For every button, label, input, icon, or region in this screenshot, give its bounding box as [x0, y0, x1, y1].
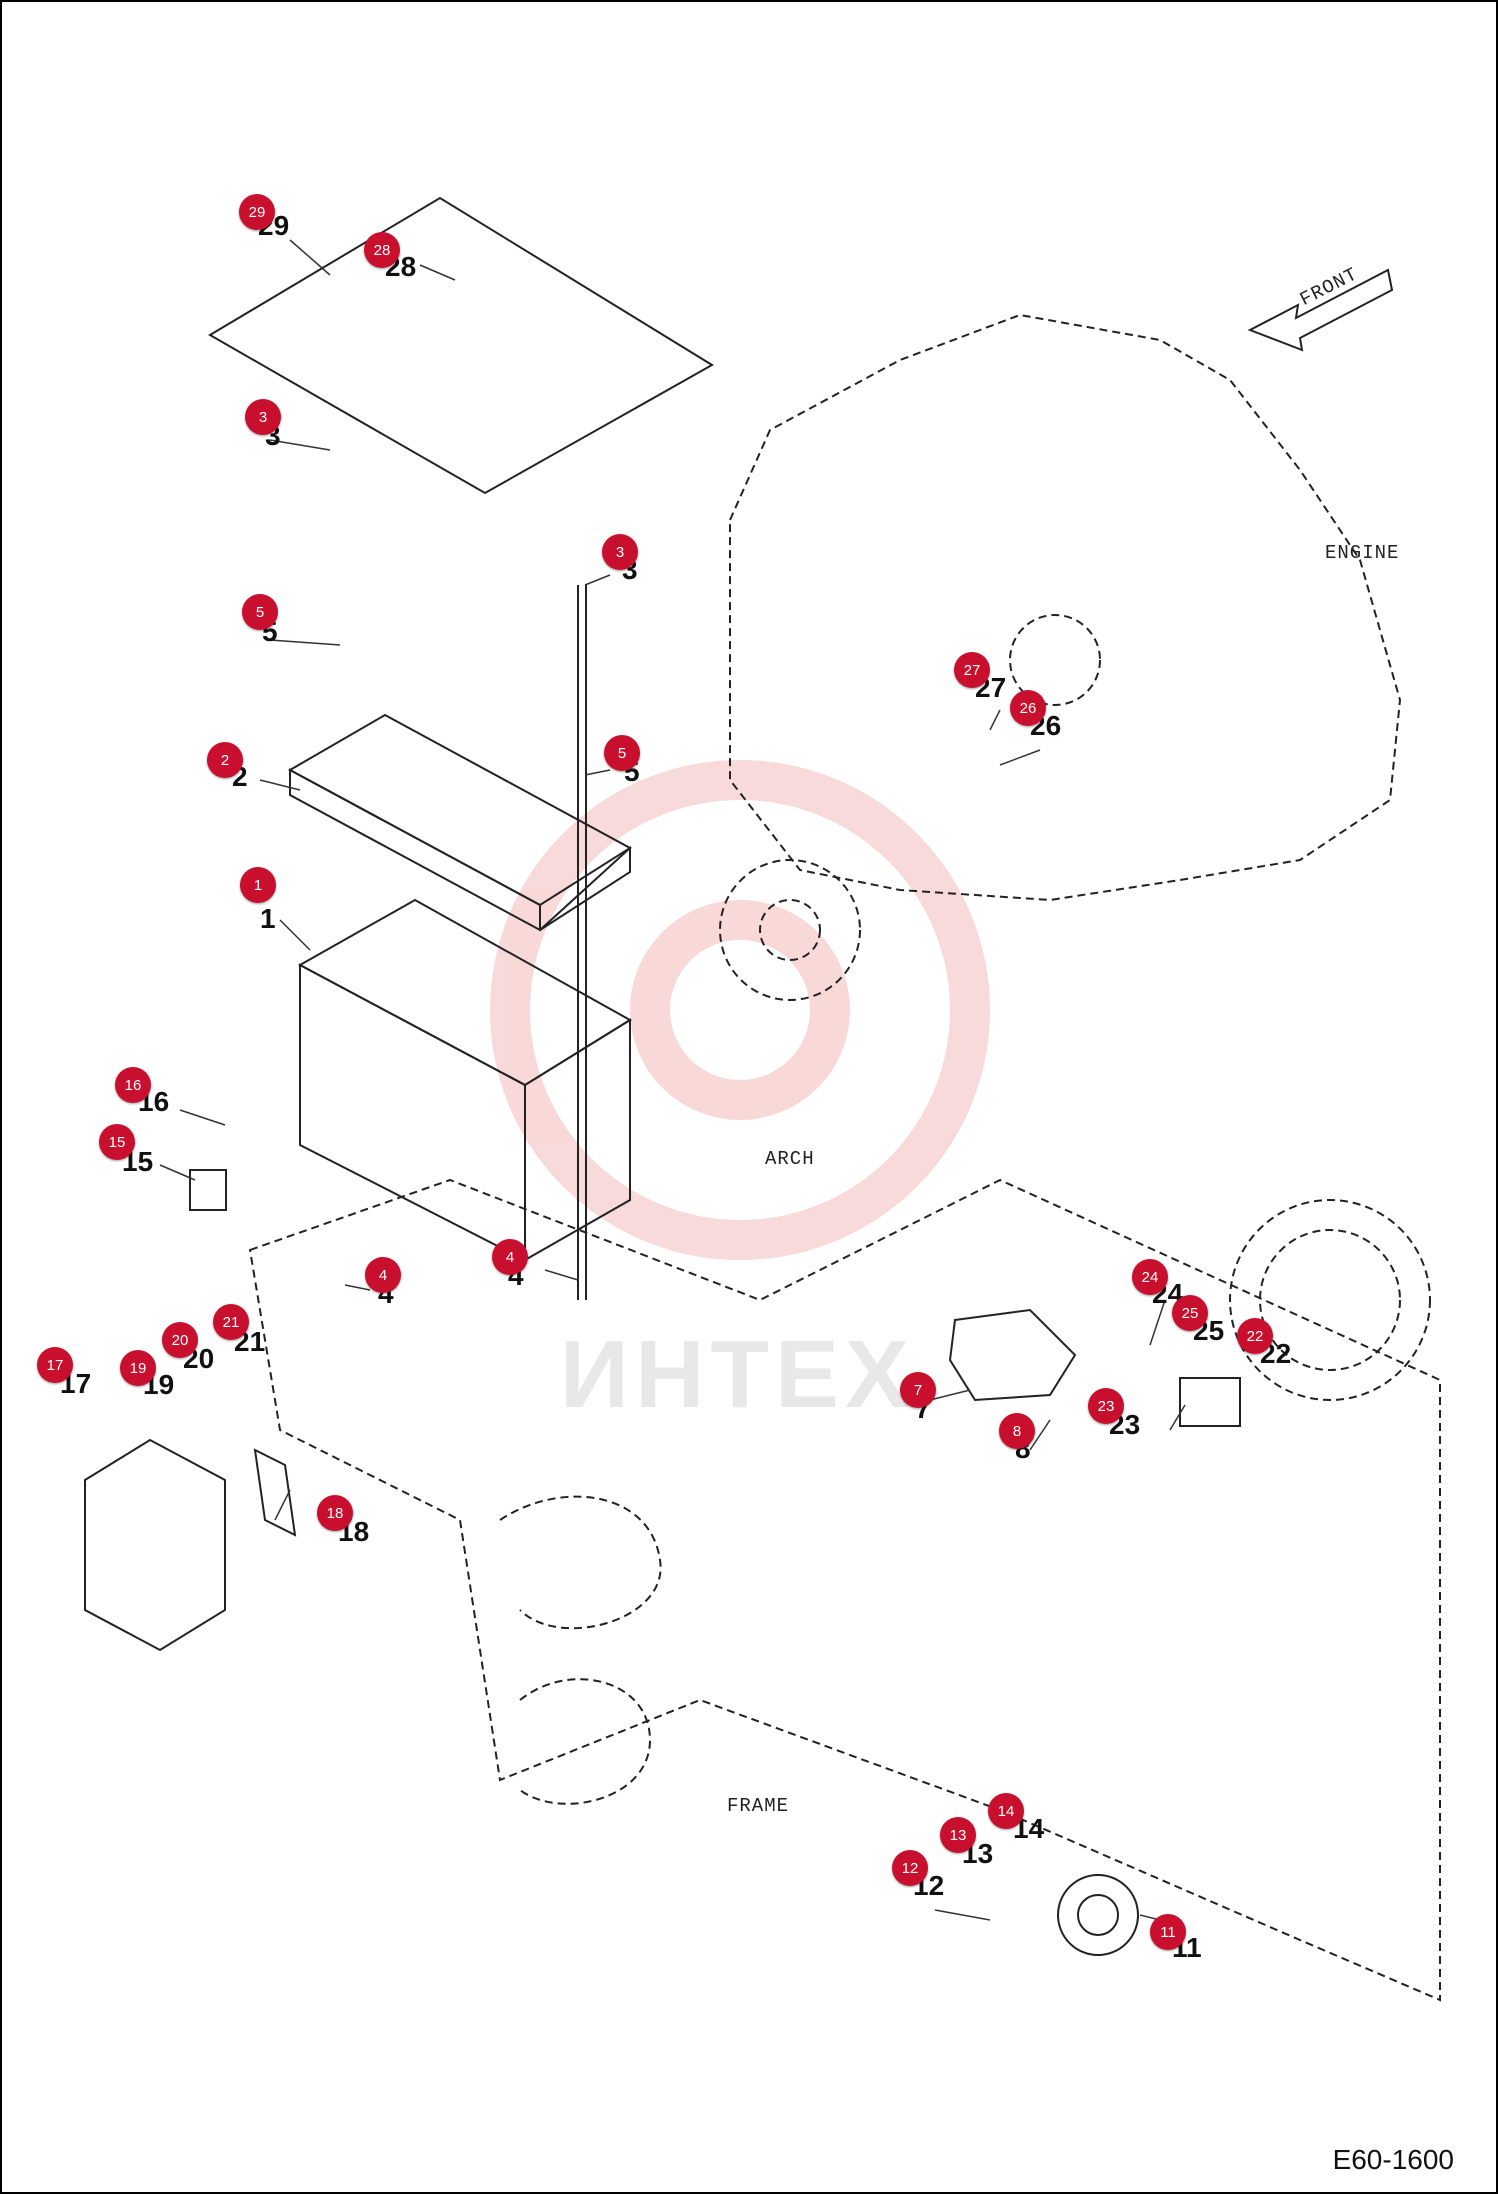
washer-tank	[84, 1438, 226, 1652]
callout-badge-5a[interactable]: 5	[242, 594, 278, 630]
callout-badge-17[interactable]: 17	[37, 1347, 73, 1383]
callout-badge-11[interactable]: 11	[1150, 1914, 1186, 1950]
callout-badge-4b[interactable]: 4	[492, 1239, 528, 1275]
callout-badge-14[interactable]: 14	[988, 1793, 1024, 1829]
callout-badge-20[interactable]: 20	[162, 1322, 198, 1358]
callout-badge-8[interactable]: 8	[999, 1413, 1035, 1449]
callout-badge-26[interactable]: 26	[1010, 690, 1046, 726]
tank-bracket	[253, 1448, 297, 1537]
solenoid	[948, 1308, 1077, 1402]
battery-cover-plate	[208, 196, 714, 495]
engine-outline	[729, 313, 1402, 902]
callout-badge-23[interactable]: 23	[1088, 1388, 1124, 1424]
relay	[189, 1169, 227, 1211]
callout-badge-27[interactable]: 27	[954, 652, 990, 688]
callout-badge-22[interactable]: 22	[1237, 1318, 1273, 1354]
callout-badge-16[interactable]: 16	[115, 1067, 151, 1103]
arch-label: ARCH	[765, 1148, 815, 1170]
callout-badge-12[interactable]: 12	[892, 1850, 928, 1886]
callout-badge-18[interactable]: 18	[317, 1495, 353, 1531]
callout-badge-25[interactable]: 25	[1172, 1295, 1208, 1331]
callout-badge-7[interactable]: 7	[900, 1372, 936, 1408]
callout-badge-5b[interactable]: 5	[604, 735, 640, 771]
frame-label: FRAME	[727, 1795, 790, 1817]
callout-badge-19[interactable]: 19	[120, 1350, 156, 1386]
watermark-gear-icon	[490, 760, 990, 1260]
callout-badge-29[interactable]: 29	[239, 194, 275, 230]
callout-badge-3b[interactable]: 3	[602, 534, 638, 570]
callout-badge-13[interactable]: 13	[940, 1817, 976, 1853]
callout-badge-1[interactable]: 1	[240, 867, 276, 903]
front-arrow-icon	[1247, 268, 1394, 352]
machine-frame	[248, 1178, 1441, 2002]
figure-code: E60-1600	[1332, 2144, 1454, 2175]
engine-label: ENGINE	[1325, 542, 1400, 564]
callout-badge-4a[interactable]: 4	[365, 1257, 401, 1293]
watermark-text: ИНТЕХ	[560, 1321, 916, 1428]
callout-badge-15[interactable]: 15	[99, 1124, 135, 1160]
callout-badge-21[interactable]: 21	[213, 1304, 249, 1340]
callout-badge-3a[interactable]: 3	[245, 399, 281, 435]
horn	[1057, 1874, 1139, 1956]
switch-assembly	[1179, 1377, 1241, 1427]
part-number-1: 1	[260, 903, 276, 934]
callout-badge-24[interactable]: 24	[1132, 1259, 1168, 1295]
callout-badge-2[interactable]: 2	[207, 742, 243, 778]
callout-badge-28[interactable]: 28	[364, 232, 400, 268]
